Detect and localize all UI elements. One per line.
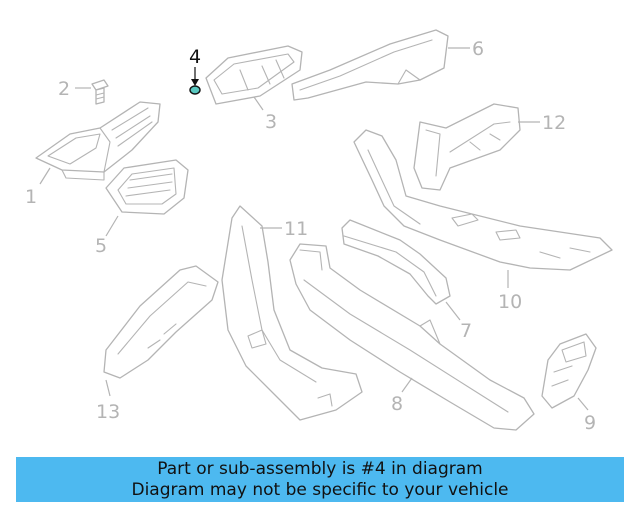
banner-line-1: Part or sub-assembly is #4 in diagram	[157, 458, 483, 479]
part-9-bracket	[541, 333, 597, 409]
callout-5: 5	[95, 235, 107, 257]
info-banner: Part or sub-assembly is #4 in diagram Di…	[16, 457, 624, 502]
callout-2: 2	[58, 78, 70, 100]
banner-line-2: Diagram may not be specific to your vehi…	[131, 479, 509, 500]
part-4-clip	[189, 85, 201, 95]
part-6-duct	[291, 29, 449, 101]
callout-3: 3	[265, 111, 277, 133]
callout-4: 4	[189, 46, 201, 68]
part-5-vent	[105, 159, 189, 215]
callout-10: 10	[498, 291, 522, 313]
part-3-duct	[205, 45, 303, 105]
callout-labels: 1 2 3 4 5 6 7 8 9 10 11 12 13	[25, 38, 596, 434]
part-10-duct	[353, 129, 613, 271]
callout-8: 8	[391, 393, 403, 415]
callout-11: 11	[284, 218, 308, 240]
part-11-duct	[221, 205, 363, 421]
callout-1: 1	[25, 186, 37, 208]
part-2-bolt	[91, 79, 109, 105]
part-1-duct	[35, 101, 161, 181]
callout-7: 7	[460, 320, 472, 342]
part-13-duct	[103, 265, 219, 379]
callout-13: 13	[96, 401, 120, 423]
part-8-duct	[289, 243, 535, 431]
parts-diagram: 1 2 3 4 5 6 7 8 9 10 11 12 13	[25, 29, 613, 434]
callout-9: 9	[584, 412, 596, 434]
leader-lines	[39, 47, 589, 411]
callout-12: 12	[542, 112, 566, 134]
part-12-bracket	[413, 103, 521, 191]
callout-6: 6	[472, 38, 484, 60]
part-7-duct	[341, 219, 451, 305]
